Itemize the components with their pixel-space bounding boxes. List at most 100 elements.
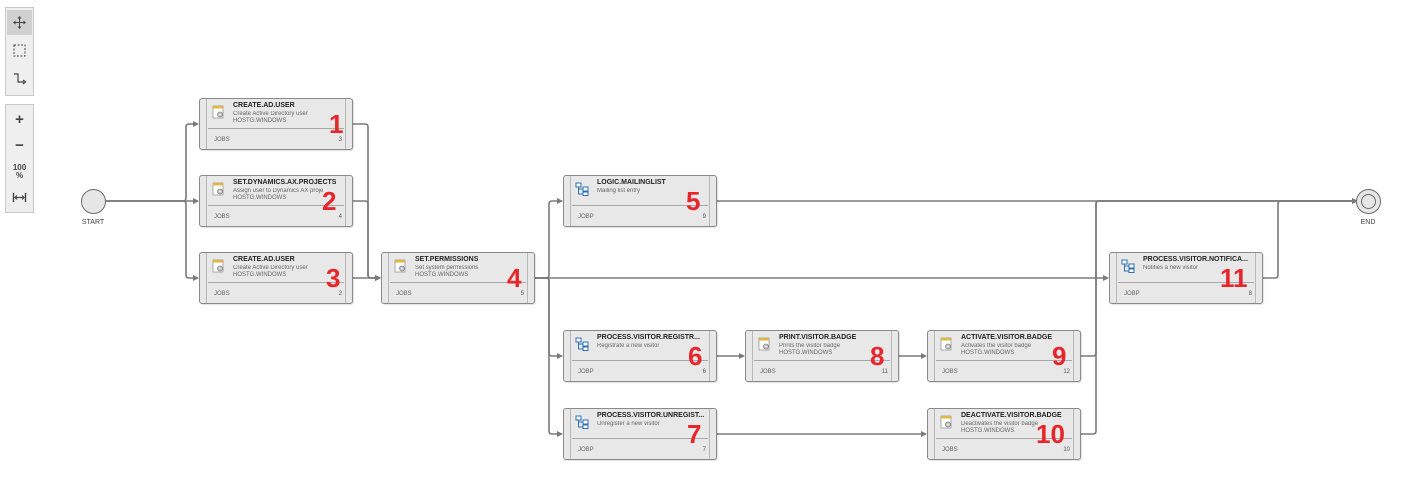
- workflow-icon: [575, 337, 589, 351]
- node-host: HOSTG.WINDOWS: [779, 350, 833, 356]
- node-description: Assign user to Dynamics AX proje: [233, 188, 324, 194]
- end-node[interactable]: [1356, 189, 1381, 214]
- node-type: JOBS: [214, 137, 230, 143]
- tool-palette: [5, 7, 34, 96]
- task-node-6[interactable]: PROCESS.VISITOR.REGISTR... Registrate a …: [563, 330, 717, 382]
- node-right-bar: [1255, 253, 1256, 303]
- node-count: 7: [702, 447, 706, 453]
- move-tool-button[interactable]: [7, 10, 32, 35]
- node-separator: [208, 205, 344, 206]
- node-host: HOSTG.WINDOWS: [233, 272, 287, 278]
- node-title: PROCESS.VISITOR.UNREGIST...: [597, 412, 705, 419]
- node-type: JOBS: [396, 291, 412, 297]
- workflow-icon: [575, 182, 589, 196]
- node-type: JOBP: [1124, 291, 1140, 297]
- node-title: SET.PERMISSIONS: [415, 256, 479, 263]
- node-description: Set system permissions: [415, 265, 479, 271]
- node-right-bar: [345, 99, 346, 149]
- zoom-in-button[interactable]: +: [15, 111, 24, 128]
- edge-start-1: [106, 121, 199, 202]
- zoom-reset-label-bottom: %: [15, 170, 24, 180]
- node-host: HOSTG.WINDOWS: [233, 118, 287, 124]
- edge-11-end: [1263, 198, 1358, 279]
- node-left-bar: [570, 176, 571, 226]
- task-node-1[interactable]: CREATE.AD.USER Create Active Directory u…: [199, 98, 353, 150]
- node-type: JOBP: [578, 214, 594, 220]
- node-count: 4: [338, 214, 342, 220]
- node-description: Mailing list entry: [597, 188, 641, 194]
- task-node-9[interactable]: ACTIVATE.VISITOR.BADGE Activates the vis…: [927, 330, 1081, 382]
- zoom-out-button[interactable]: −: [15, 137, 24, 154]
- node-count: 9: [702, 214, 706, 220]
- task-node-4[interactable]: SET.PERMISSIONS Set system permissions H…: [381, 252, 535, 304]
- node-number-annotation: 11: [1220, 263, 1248, 293]
- node-type: JOBP: [578, 369, 594, 375]
- node-count: 10: [1063, 447, 1070, 453]
- end-label: END: [1360, 219, 1376, 226]
- job-icon: [940, 337, 952, 351]
- edge-2-4: [353, 200, 381, 281]
- node-left-bar: [570, 409, 571, 459]
- node-left-bar: [388, 253, 389, 303]
- node-separator: [754, 360, 890, 361]
- node-title: PROCESS.VISITOR.NOTIFICA...: [1143, 256, 1248, 263]
- node-separator: [936, 438, 1072, 439]
- node-number-annotation: 3: [326, 263, 341, 293]
- connect-tool-button[interactable]: [7, 66, 32, 91]
- workflow-icon: [575, 415, 589, 429]
- node-left-bar: [752, 331, 753, 381]
- zoom-reset-label-top: 100: [12, 162, 27, 172]
- task-node-5[interactable]: LOGIC.MAILINGLIST Mailing list entry JOB…: [563, 175, 717, 227]
- node-title: CREATE.AD.USER: [233, 102, 295, 109]
- job-icon: [394, 259, 406, 273]
- connector-icon: [14, 73, 27, 85]
- node-description: Unregister a new visitor: [597, 421, 660, 427]
- end-node-inner-ring: [1361, 194, 1376, 209]
- edge-start-3: [106, 200, 199, 281]
- node-separator: [572, 438, 708, 439]
- node-separator: [572, 360, 708, 361]
- node-type: JOBP: [578, 447, 594, 453]
- node-count: 11: [881, 369, 888, 375]
- select-tool-button[interactable]: [7, 38, 32, 63]
- job-icon: [212, 182, 224, 196]
- node-type: JOBS: [214, 214, 230, 220]
- node-description: Prints the visitor badge: [779, 343, 841, 349]
- node-separator: [208, 128, 344, 129]
- task-node-2[interactable]: SET.DYNAMICS.AX.PROJECTS Assign user to …: [199, 175, 353, 227]
- task-node-10[interactable]: DEACTIVATE.VISITOR.BADGE Deactivates the…: [927, 408, 1081, 460]
- fit-width-button[interactable]: [7, 185, 32, 210]
- fit-width-icon: [12, 193, 27, 202]
- node-description: Activates the visitor badge: [961, 343, 1032, 349]
- start-label: START: [81, 219, 105, 226]
- node-count: 12: [1063, 369, 1070, 375]
- node-title: SET.DYNAMICS.AX.PROJECTS: [233, 179, 337, 186]
- node-count: 3: [338, 137, 342, 143]
- node-number-annotation: 6: [688, 341, 703, 371]
- node-left-bar: [1116, 253, 1117, 303]
- node-description: Notifies a new visitor: [1143, 265, 1199, 271]
- node-description: Create Active Directory user: [233, 111, 308, 117]
- workflow-icon: [1121, 259, 1135, 273]
- marquee-icon: [13, 44, 26, 57]
- node-right-bar: [345, 253, 346, 303]
- task-node-8[interactable]: PRINT.VISITOR.BADGE Prints the visitor b…: [745, 330, 899, 382]
- node-number-annotation: 1: [329, 109, 344, 139]
- node-right-bar: [1073, 409, 1074, 459]
- task-node-3[interactable]: CREATE.AD.USER Create Active Directory u…: [199, 252, 353, 304]
- move-icon: [13, 16, 26, 29]
- edge-4-7: [535, 277, 563, 437]
- node-right-bar: [709, 409, 710, 459]
- edge-4-5: [535, 198, 563, 279]
- start-node[interactable]: [81, 189, 106, 214]
- node-number-annotation: 5: [686, 186, 701, 216]
- node-type: JOBS: [214, 291, 230, 297]
- zoom-reset-button[interactable]: 100 %: [7, 159, 32, 184]
- node-separator: [390, 282, 526, 283]
- task-node-7[interactable]: PROCESS.VISITOR.UNREGIST... Unregister a…: [563, 408, 717, 460]
- job-icon: [758, 337, 770, 351]
- node-right-bar: [1073, 331, 1074, 381]
- task-node-11[interactable]: PROCESS.VISITOR.NOTIFICA... Notifies a n…: [1109, 252, 1263, 304]
- node-type: JOBS: [942, 369, 958, 375]
